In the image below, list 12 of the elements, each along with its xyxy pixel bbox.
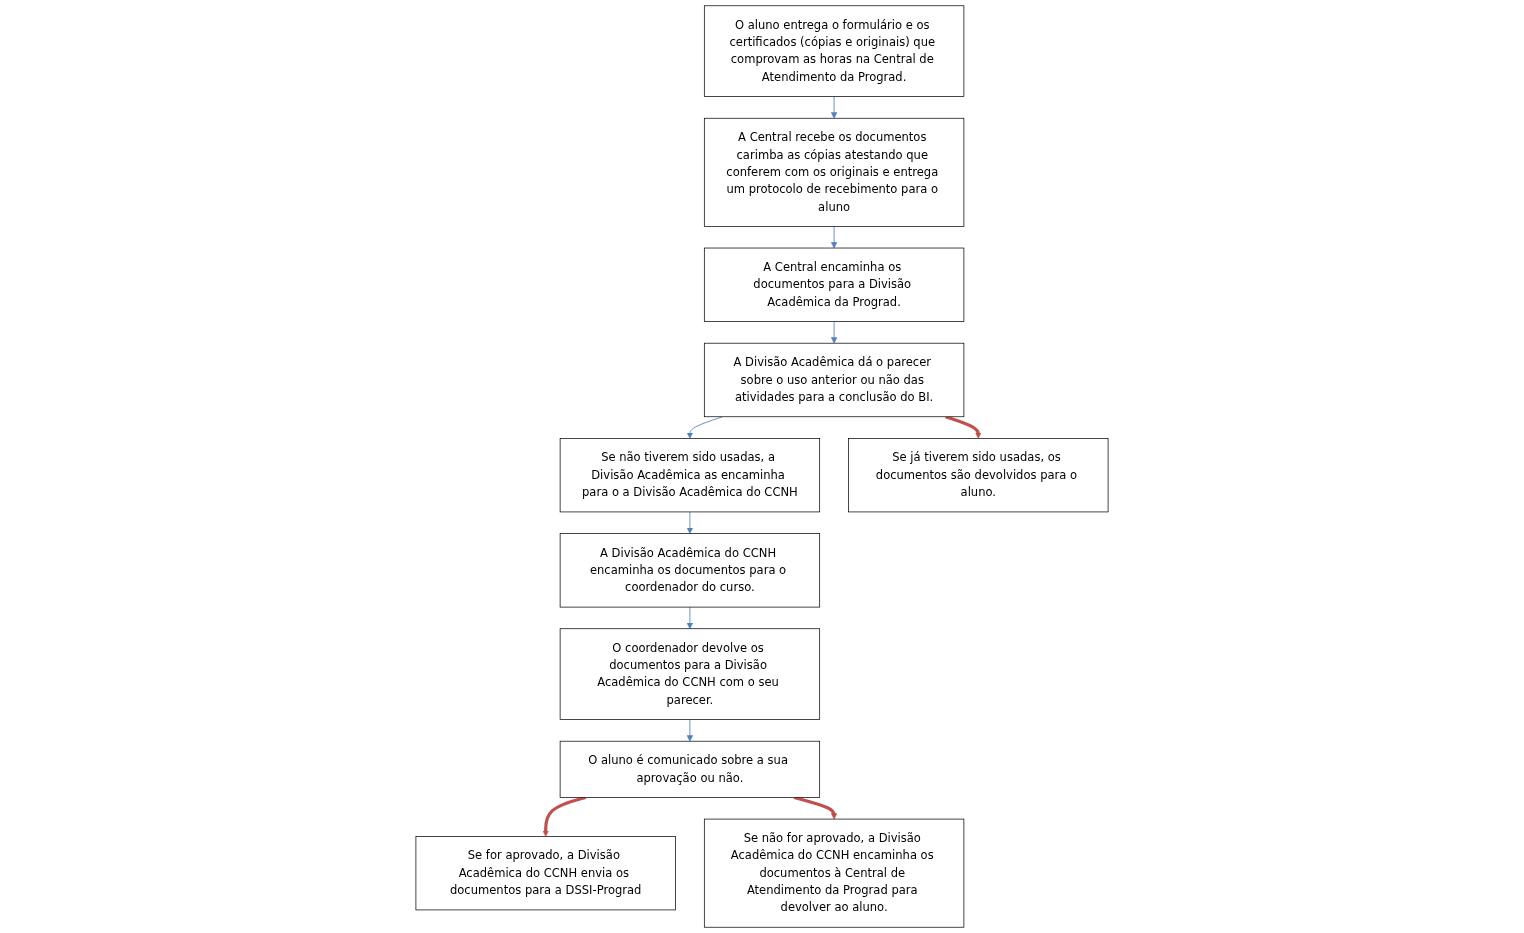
node-box: Se já tiverem sido usadas, os documentos são devolvidos para o aluno.	[848, 438, 1109, 513]
node-box: A Divisão Acadêmica dá o parecer sobre o uso anterior ou não das atividades para a conclusão do BI.	[703, 342, 965, 418]
node-box: Se não for aprovado, a Divisão Acadêmica do CCNH encaminha os documentos à Central de Atendimento da Prograd para devolver ao aluno.	[703, 818, 965, 928]
node-box: O aluno é comunicado sobre a sua aprovação ou não.	[559, 740, 821, 798]
node-box: O aluno entrega o formulário e os certificados (cópias e originais) que comprovam as horas na Central de Atendimento da Prograd.	[703, 5, 965, 97]
arrow	[945, 415, 982, 439]
node-box: Se não tiverem sido usadas, a Divisão Acadêmica as encaminha para o a Divisão Acadêmica do CCNH	[559, 438, 821, 513]
node-box: A Divisão Acadêmica do CCNH encaminha os documentos para o coordenador do curso.	[559, 533, 821, 608]
node-box: O coordenador devolve os documentos para a Divisão Acadêmica do CCNH com o seu parecer.	[559, 628, 821, 720]
node-box: A Central encaminha os documentos para a Divisão Acadêmica da Prograd.	[703, 247, 965, 322]
node-box: Se for aprovado, a Divisão Acadêmica do CCNH envia os documentos para a DSSI-Prograd	[415, 836, 676, 911]
node-box: A Central recebe os documentos carimba as cópias atestando que conferem com os originais e entrega um protocolo de recebimento para o aluno	[703, 117, 965, 227]
